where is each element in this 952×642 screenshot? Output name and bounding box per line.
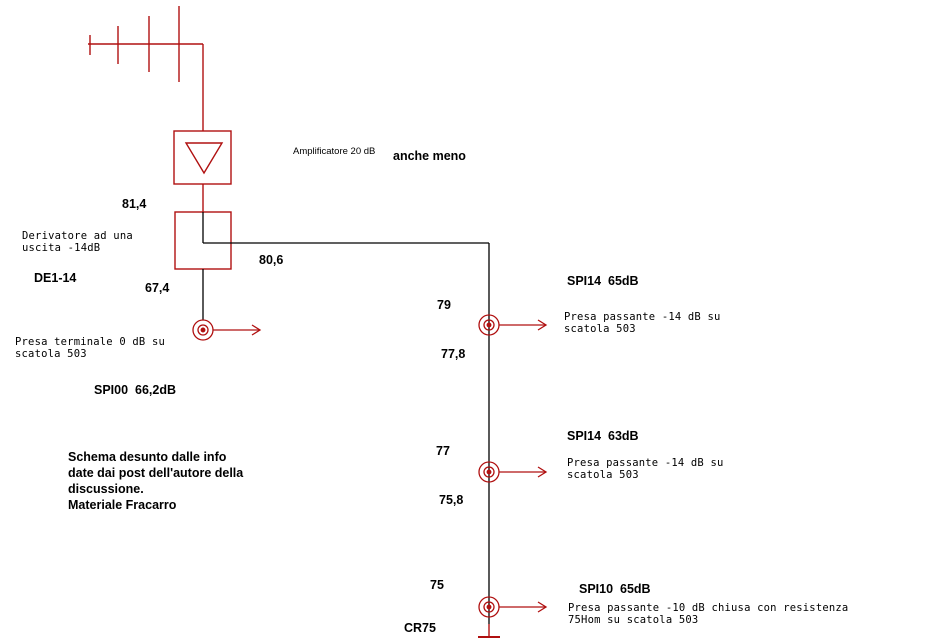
outlet-code: SPI14 65dB — [567, 274, 639, 288]
amplifier-label: Amplificatore 20 dB — [293, 146, 376, 157]
level-spi14-b-out: 75,8 — [439, 493, 464, 507]
amplifier-note: anche meno — [393, 149, 466, 163]
outlet-description: Presa passante -10 dB chiusa con resiste… — [568, 602, 849, 627]
antenna-icon — [88, 6, 204, 131]
level-spi14-a-out: 77,8 — [441, 347, 466, 361]
outlet-code: SPI14 63dB — [567, 429, 639, 443]
diagram-note: Schema desunto dalle info date dai post … — [68, 450, 244, 512]
level-amp-out: 81,4 — [122, 197, 147, 211]
outlet-description: Presa passante -14 dB su scatola 503 — [564, 311, 721, 336]
derivatore-code: DE1-14 — [34, 271, 77, 285]
outlet-code: SPI00 66,2dB — [94, 383, 176, 397]
derivatore-description: Derivatore ad una uscita -14dB — [22, 230, 133, 255]
arrow-right-icon — [499, 601, 548, 613]
arrow-right-icon — [499, 466, 548, 478]
level-derivatore-out: 67,4 — [145, 281, 170, 295]
coax-wiring — [202, 212, 490, 624]
level-branch-out: 80,6 — [259, 253, 284, 267]
level-spi10-in: 75 — [430, 578, 444, 592]
arrow-right-icon — [499, 319, 548, 331]
terminator-label: CR75 — [404, 621, 436, 635]
coax-socket-icon — [192, 319, 214, 341]
outlet-code: SPI10 65dB — [579, 582, 651, 596]
outlet-description: Presa terminale 0 dB su scatola 503 — [15, 336, 165, 361]
level-spi14-a-in: 79 — [437, 298, 451, 312]
arrow-right-icon — [213, 324, 262, 336]
coax-socket-icon — [478, 314, 500, 336]
amplifier-triangle-icon — [173, 130, 232, 185]
coax-socket-icon — [478, 596, 500, 618]
outlet-description: Presa passante -14 dB su scatola 503 — [567, 457, 724, 482]
level-spi14-b-in: 77 — [436, 444, 450, 458]
